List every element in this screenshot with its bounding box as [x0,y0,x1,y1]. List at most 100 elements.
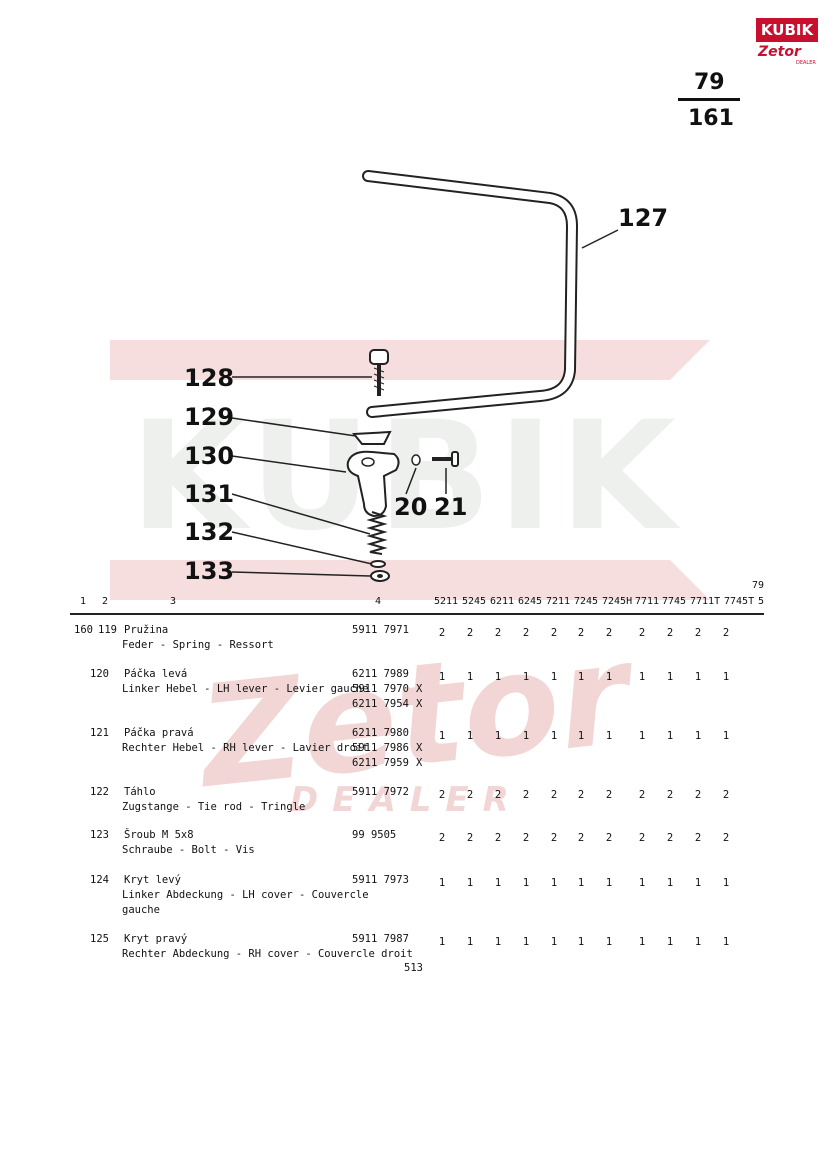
col-header-2: 2 [102,596,109,607]
part-name-translations: gauche [122,904,160,916]
quantity-cell: 2 [638,627,646,639]
leader-127 [581,229,619,249]
quantity-cell: 1 [722,671,730,683]
quantity-cell: 2 [666,832,674,844]
leader-130 [231,455,347,473]
quantity-cell: 1 [722,730,730,742]
part-name-cz: Táhlo [124,786,156,798]
part-number: 5911 7973 [352,874,409,886]
quantity-cell: 2 [577,832,585,844]
leader-20 [405,467,417,495]
callout-131: 131 [184,480,235,508]
quantity-cell: 2 [722,832,730,844]
quantity-cell: 1 [577,671,585,683]
model-header: 5211 [434,596,459,607]
model-header: 7245H [602,596,633,607]
quantity-cell: 1 [550,936,558,948]
quantity-cell: 2 [438,832,446,844]
col-header-1: 1 [80,596,87,607]
leader-131 [231,493,371,535]
quantity-cell: 1 [666,936,674,948]
quantity-cell: 2 [522,789,530,801]
part-name-translations: Schraube - Bolt - Vis [122,844,255,856]
quantity-cell: 1 [522,877,530,889]
part-name-cz: Páčka pravá [124,727,194,739]
quantity-cell: 1 [605,877,613,889]
quantity-cell: 1 [694,730,702,742]
callout-128: 128 [184,364,235,392]
quantity-cell: 1 [522,936,530,948]
part-number: 99 9505 [352,829,397,841]
quantity-cell: 2 [577,789,585,801]
part-number: 6211 7989 [352,668,409,680]
leader-132 [231,531,373,565]
quantity-cell: 2 [466,789,474,801]
quantity-cell: 1 [550,730,558,742]
lever-130 [346,450,400,518]
model-header: 7245 [574,596,599,607]
part-name-translations: Feder - Spring - Ressort [122,639,274,651]
quantity-cell: 1 [466,671,474,683]
quantity-cell: 2 [550,789,558,801]
part-name-translations: Rechter Hebel - RH lever - Lavier droit [122,742,369,754]
model-header: 7211 [546,596,571,607]
quantity-cell: 1 [638,671,646,683]
model-header: 7711 [635,596,660,607]
leader-129 [231,417,357,437]
bolt-128 [369,349,389,396]
model-header: 7745 [662,596,687,607]
quantity-cell: 1 [438,730,446,742]
quantity-cell: 1 [638,730,646,742]
part-name-cz: Kryt levý [124,874,181,886]
quantity-cell: 2 [605,832,613,844]
row-item-number: 125 [90,933,109,945]
quantity-cell: 2 [550,627,558,639]
washer-132 [370,560,386,568]
callout-20: 20 [394,493,428,521]
washer-129 [352,430,392,445]
quantity-cell: 2 [666,627,674,639]
tie-rod-fill [364,172,577,416]
callout-127: 127 [618,204,669,232]
part-number: 5911 7972 [352,786,409,798]
quantity-cell: 2 [494,832,502,844]
logo-kubik-text: KUBIK [756,18,818,42]
quantity-cell: 1 [438,671,446,683]
quantity-cell: 1 [722,877,730,889]
row-item-number: 119 [98,624,117,636]
quantity-cell: 1 [466,936,474,948]
leader-133 [231,571,371,577]
logo-zetor-text: Zetor [758,44,801,60]
quantity-cell: 1 [522,671,530,683]
quantity-cell: 1 [466,877,474,889]
model-header: 7745T [724,596,755,607]
quantity-cell: 2 [577,627,585,639]
quantity-cell: 2 [438,789,446,801]
quantity-cell: 2 [522,832,530,844]
quantity-cell: 1 [577,730,585,742]
model-header: 6245 [518,596,543,607]
quantity-cell: 2 [722,627,730,639]
col-header-5: 5 [758,596,765,607]
part-name-translations: Zugstange - Tie rod - Tringle [122,801,306,813]
quantity-cell: 2 [638,789,646,801]
header-rule [70,613,764,615]
quantity-cell: 2 [466,832,474,844]
quantity-cell: 1 [494,877,502,889]
quantity-cell: 2 [494,627,502,639]
row-item-number: 123 [90,829,109,841]
quantity-cell: 2 [694,789,702,801]
quantity-cell: 2 [466,627,474,639]
part-number: 5911 7987 [352,933,409,945]
tie-rod-outline [362,170,579,418]
part-mark: X [416,757,423,769]
part-number: 6211 7954 [352,698,409,710]
quantity-cell: 1 [494,730,502,742]
quantity-cell: 2 [550,832,558,844]
model-header: 5245 [462,596,487,607]
col-header-3: 3 [170,596,177,607]
quantity-cell: 1 [666,730,674,742]
page-ref-bottom: 161 [688,106,734,131]
part-name-translations: Rechter Abdeckung - RH cover - Couvercle… [122,948,413,960]
quantity-cell: 1 [550,671,558,683]
